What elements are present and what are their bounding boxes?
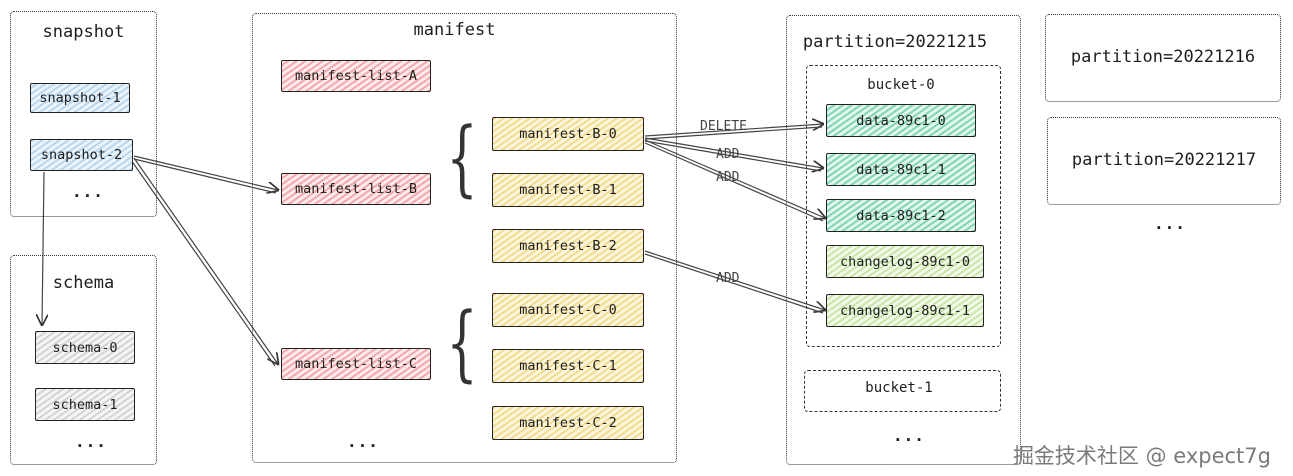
- snapshot-1-box[interactable]: snapshot-1: [30, 83, 130, 113]
- arrow-snapshot2-to-listC: [133, 157, 278, 364]
- arrow-B2-to-changelog1: [644, 250, 825, 310]
- bucket-1-title: bucket-1: [865, 380, 933, 396]
- manifest-B-2-box[interactable]: manifest-B-2: [492, 229, 644, 263]
- data-89c1-0-box[interactable]: data-89c1-0: [826, 104, 976, 137]
- manifest-C-0-box[interactable]: manifest-C-0: [492, 293, 644, 327]
- manifest-B-1-box[interactable]: manifest-B-1: [492, 173, 644, 207]
- data-89c1-2-box[interactable]: data-89c1-2: [826, 199, 976, 232]
- snapshot-group: [10, 11, 157, 217]
- bucket-0-title: bucket-0: [867, 77, 935, 93]
- manifest-list-C-box[interactable]: manifest-list-C: [281, 348, 431, 380]
- manifest-B-0-box[interactable]: manifest-B-0: [492, 117, 644, 151]
- manifest-list-A-box[interactable]: manifest-list-A: [281, 60, 431, 92]
- partitions-more: ...: [1154, 214, 1186, 233]
- arrow-B0-to-data2: [644, 139, 825, 218]
- schema-more: ...: [75, 432, 107, 451]
- schema-group: [10, 255, 157, 465]
- changelog-89c1-0-box[interactable]: changelog-89c1-0: [826, 245, 984, 278]
- manifest-list-B-box[interactable]: manifest-list-B: [281, 173, 431, 205]
- partition-20221215-title: partition=20221215: [802, 32, 988, 52]
- arrow-snapshot2-to-listB: [133, 155, 278, 190]
- partition-20221217-group: [1047, 117, 1281, 205]
- snapshot-more: ...: [72, 182, 104, 201]
- changelog-89c1-1-box[interactable]: changelog-89c1-1: [826, 294, 984, 327]
- watermark: 掘金技术社区 @ expect7g: [1012, 444, 1271, 468]
- manifest-C-1-box[interactable]: manifest-C-1: [492, 349, 644, 383]
- partition-20221215-group: [786, 15, 1021, 465]
- partition-main-more: ...: [893, 426, 925, 445]
- edge-label-add-3: ADD: [716, 271, 740, 286]
- arrow-snapshot2-to-schema0: [42, 171, 44, 325]
- edge-label-add-1: ADD: [716, 147, 740, 162]
- manifest-C-2-box[interactable]: manifest-C-2: [492, 406, 644, 440]
- schema-0-box[interactable]: schema-0: [35, 331, 135, 364]
- manifest-group: [252, 13, 677, 463]
- edge-label-delete: DELETE: [700, 119, 747, 134]
- bucket-0-group: [806, 65, 1001, 347]
- manifest-title: manifest: [413, 20, 496, 40]
- arrow-B0-to-data0: [644, 124, 823, 137]
- partition-20221216-title: partition=20221216: [1070, 47, 1256, 67]
- brace-C: {: [446, 296, 478, 391]
- data-89c1-1-box[interactable]: data-89c1-1: [826, 153, 976, 186]
- schema-1-box[interactable]: schema-1: [35, 388, 135, 421]
- snapshot-2-box[interactable]: snapshot-2: [30, 139, 133, 171]
- snapshot-title: snapshot: [42, 22, 125, 42]
- arrow-B0-to-data1: [644, 137, 823, 168]
- brace-B: {: [446, 111, 478, 206]
- schema-title: schema: [52, 273, 115, 293]
- bucket-1-group: [804, 370, 1001, 412]
- edge-label-add-2: ADD: [716, 170, 740, 185]
- partition-20221216-group: [1045, 14, 1281, 102]
- partition-20221217-title: partition=20221217: [1071, 150, 1257, 170]
- manifest-more: ...: [347, 432, 379, 451]
